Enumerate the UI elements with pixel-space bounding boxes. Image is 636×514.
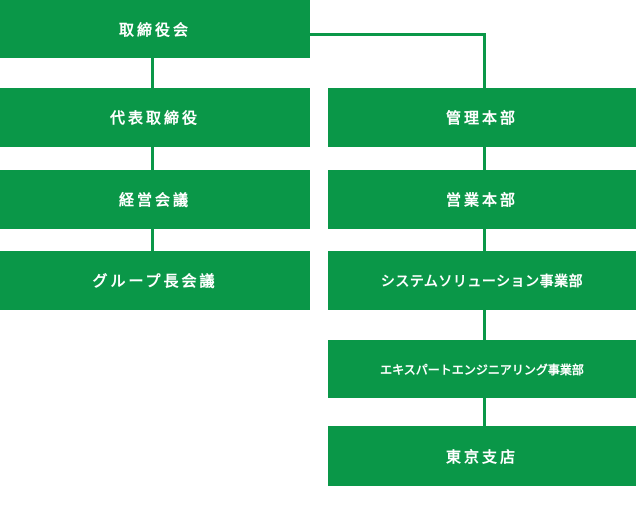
sales-division-box: 営業本部 [328, 170, 636, 229]
administration-division-box: 管理本部 [328, 88, 636, 147]
tokyo-branch-box: 東京支店 [328, 426, 636, 486]
connector-admin-to-sales [483, 147, 486, 170]
connector-system-solution-to-expert-engineering [483, 310, 486, 340]
connector-board-to-right-vertical [483, 33, 486, 88]
connector-board-to-representative [151, 58, 154, 88]
connector-expert-engineering-to-tokyo-branch [483, 398, 486, 426]
connector-representative-to-management-meeting [151, 147, 154, 170]
expert-engineering-division-box: エキスパートエンジニアリング事業部 [328, 340, 636, 398]
board-of-directors-box: 取締役会 [0, 0, 310, 58]
connector-sales-to-system-solution [483, 229, 486, 251]
connector-management-meeting-to-group-leader-meeting [151, 229, 154, 251]
representative-director-box: 代表取締役 [0, 88, 310, 147]
connector-board-to-right-horizontal [310, 33, 486, 36]
group-leader-meeting-box: グループ長会議 [0, 251, 310, 310]
management-meeting-box: 経営会議 [0, 170, 310, 229]
system-solution-division-box: システムソリューション事業部 [328, 251, 636, 310]
